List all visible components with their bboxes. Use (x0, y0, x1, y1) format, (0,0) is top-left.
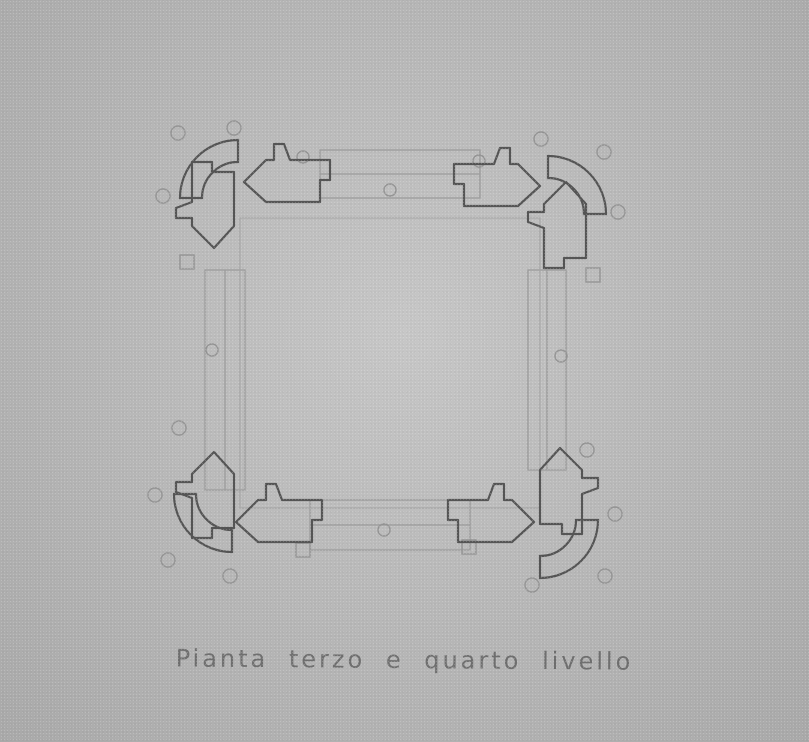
arrow-room-top-right-b (526, 180, 588, 270)
cluster-top-left (174, 138, 332, 250)
column-markers (147, 120, 626, 593)
arrow-room-top-right-a (452, 146, 542, 208)
arc-wall-top-left (178, 138, 240, 200)
arrow-room-top-left-a (242, 142, 332, 204)
arc-wall-top-right (546, 154, 608, 216)
central-courtyard (239, 217, 541, 509)
arc-wall-bottom-right (538, 518, 600, 580)
drawing-caption: Pianta terzo e quarto livello (175, 644, 634, 676)
cluster-bottom-left (172, 450, 324, 554)
connecting-bridges (204, 149, 567, 551)
arrow-room-bottom-right-a (446, 482, 536, 544)
arrow-room-bottom-left-a (234, 482, 324, 544)
arc-wall-bottom-left (172, 492, 234, 554)
